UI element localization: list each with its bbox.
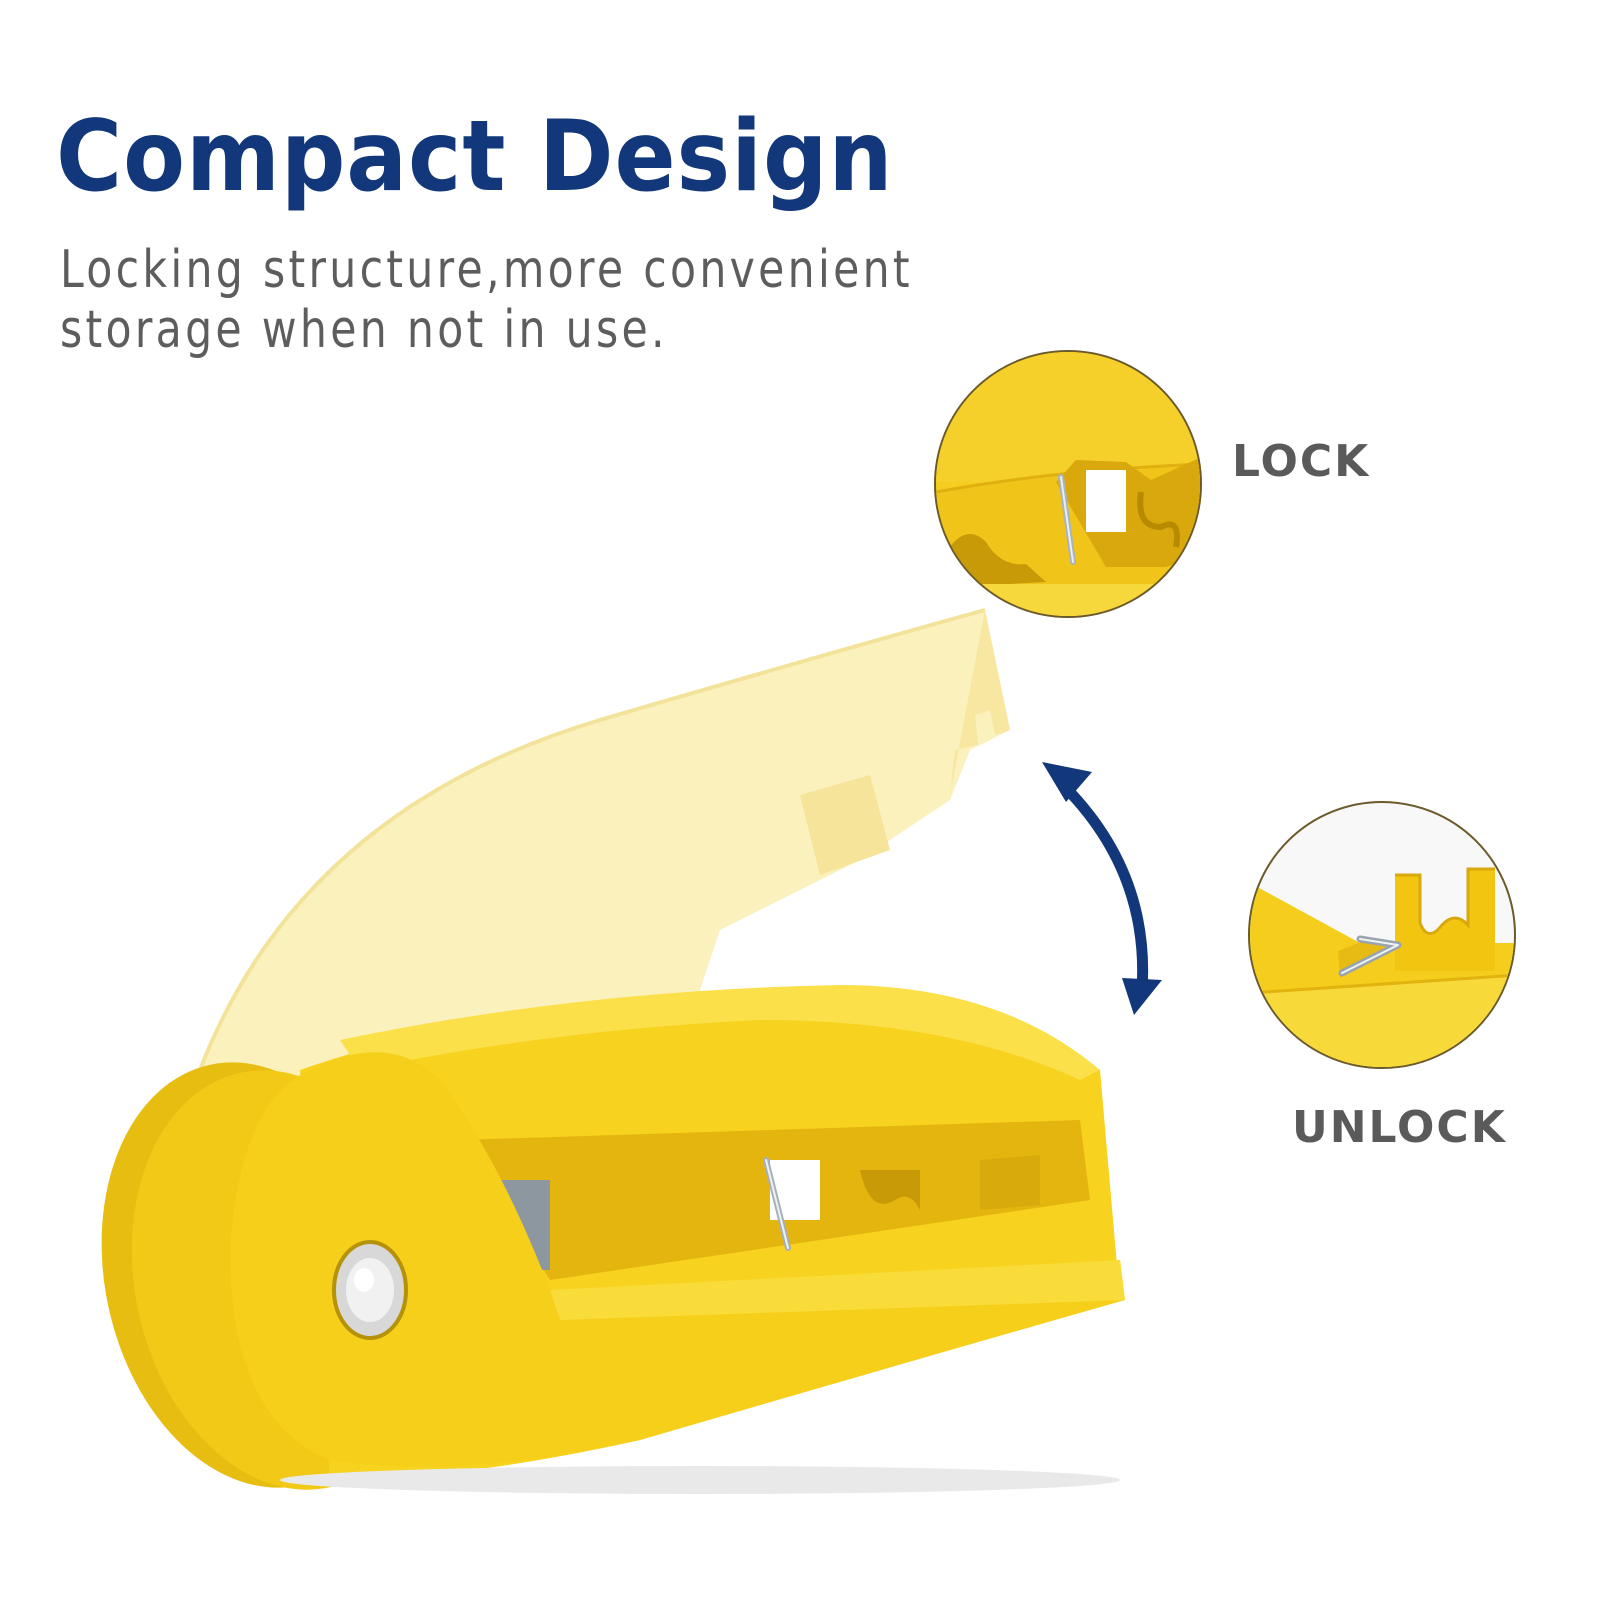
product-illustration	[101, 608, 1125, 1494]
page-title: Compact Design	[56, 100, 894, 214]
subtitle-line-1: Locking structure,more convenient	[60, 240, 913, 300]
unlock-label: UNLOCK	[1292, 1102, 1507, 1153]
unlock-mechanism-illustration	[1250, 867, 1514, 1067]
subtitle: Locking structure,more convenient storag…	[60, 240, 1126, 360]
lock-label: LOCK	[1232, 436, 1371, 487]
lock-mechanism-illustration	[936, 352, 1200, 616]
double-arrow-icon	[1042, 762, 1162, 1015]
lock-detail-image	[934, 350, 1202, 618]
unlock-detail-image	[1248, 801, 1516, 1069]
subtitle-line-2: storage when not in use.	[60, 300, 668, 360]
